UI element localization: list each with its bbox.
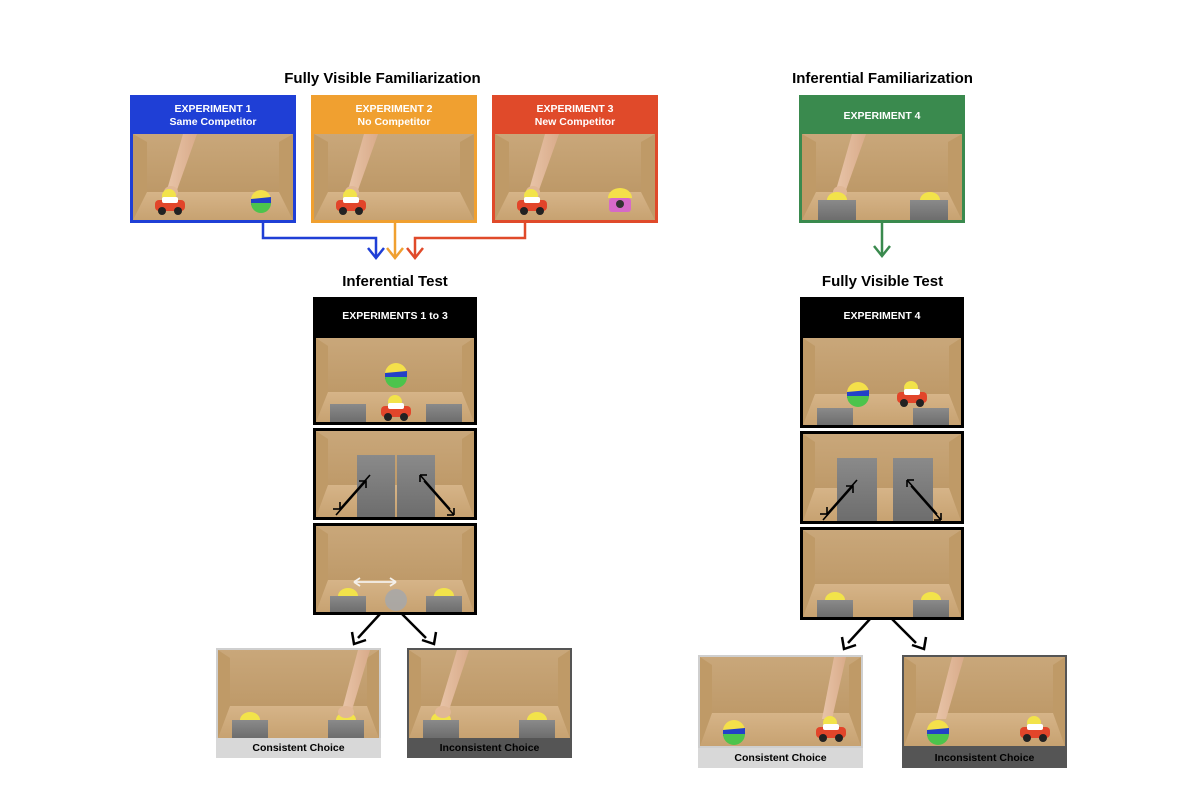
left-inconsistent-choice-scene [407,648,572,740]
occluder-icon [817,592,853,617]
left-outcome-branch-arrows [350,613,438,646]
beach-ball-icon [385,363,407,388]
occluder-icon [426,588,462,612]
toy-car-icon [897,381,927,407]
occluder-icon [910,192,948,220]
hand-icon [936,657,964,719]
occluder-icon [426,404,462,422]
beach-ball-icon [251,190,271,213]
occluder-icon [913,408,949,425]
toy-car-icon [155,189,185,215]
experiment-3-panel: EXPERIMENT 3 New Competitor [492,95,658,223]
familiarization-to-test-arrow-green [873,223,891,259]
beach-ball-icon [847,382,869,407]
experiment-2-panel: EXPERIMENT 2 No Competitor [311,95,477,223]
occluder-icon [330,404,366,422]
fully-visible-test-title: Fully Visible Test [821,273,944,290]
inferential-test-scene-3 [313,523,477,615]
experiment-4-panel: EXPERIMENT 4 [799,95,965,223]
hand-icon [338,650,370,718]
occluder-icon [818,192,856,220]
occluder-icon [913,592,949,617]
occluder-icon [837,458,877,521]
double-arrow-icon [353,577,397,587]
toy-car-icon [336,189,366,215]
toy-car-icon [816,716,846,742]
inferential-familiarization-title: Inferential Familiarization [792,70,973,87]
experiment-3-condition: New Competitor [534,116,616,128]
toy-car-icon [381,395,411,421]
experiment-4-label: EXPERIMENT 4 [843,109,921,122]
fully-visible-test-scene-3 [800,527,964,620]
toy-phone-icon [608,188,632,212]
experiment-2-header: EXPERIMENT 2 No Competitor [314,98,474,134]
experiment-4-scene [802,134,962,220]
double-arrow-icon [820,479,858,521]
fully-visible-test-scene-1 [800,335,964,428]
experiment-2-scene [314,134,474,220]
left-consistent-choice-scene [216,648,381,740]
inferential-test-title: Inferential Test [342,273,448,290]
experiment-4-test-header: EXPERIMENT 4 [800,297,964,335]
occluder-icon [330,588,366,612]
hand-icon [822,657,846,719]
right-inconsistent-choice-scene [902,655,1067,748]
inferential-test-scene-1 [313,335,477,425]
experiment-2-label: EXPERIMENT 2 [355,103,433,115]
occluder-icon [893,458,933,521]
occluder-icon [357,455,395,517]
occluder-icon [519,712,555,738]
occluder-icon [232,712,268,738]
experiment-1-condition: Same Competitor [169,116,257,128]
fully-visible-test-scene-2 [800,431,964,524]
experiment-1-scene [133,134,293,220]
right-outcome-branch-arrows [840,618,928,651]
experiment-4-header: EXPERIMENT 4 [802,98,962,134]
toy-car-icon [1020,716,1050,742]
beach-ball-icon [723,720,745,745]
fully-visible-familiarization-title: Fully Visible Familiarization [284,70,481,87]
hand-icon [435,650,469,718]
experiment-2-condition: No Competitor [357,116,431,128]
experiments-1-to-3-header: EXPERIMENTS 1 to 3 [313,297,477,335]
experiment-3-scene [495,134,655,220]
experiment-1-header: EXPERIMENT 1 Same Competitor [133,98,293,134]
inferential-test-scene-2 [313,428,477,520]
double-arrow-icon [419,474,455,516]
experiment-3-label: EXPERIMENT 3 [536,103,614,115]
faded-ball-icon [385,589,407,611]
double-arrow-icon [906,479,942,521]
right-consistent-choice-scene [698,655,863,748]
right-consistent-choice-label: Consistent Choice [698,748,863,768]
experiment-1-panel: EXPERIMENT 1 Same Competitor [130,95,296,223]
familiarization-to-test-arrows [261,223,527,261]
beach-ball-icon [927,720,949,745]
double-arrow-icon [333,474,371,516]
right-inconsistent-choice-label: Inconsistent Choice [902,748,1067,768]
occluder-icon [817,408,853,425]
left-consistent-choice-label: Consistent Choice [216,738,381,758]
left-inconsistent-choice-label: Inconsistent Choice [407,738,572,758]
experiment-1-label: EXPERIMENT 1 [174,103,252,115]
toy-car-icon [517,189,547,215]
experiment-3-header: EXPERIMENT 3 New Competitor [495,98,655,134]
